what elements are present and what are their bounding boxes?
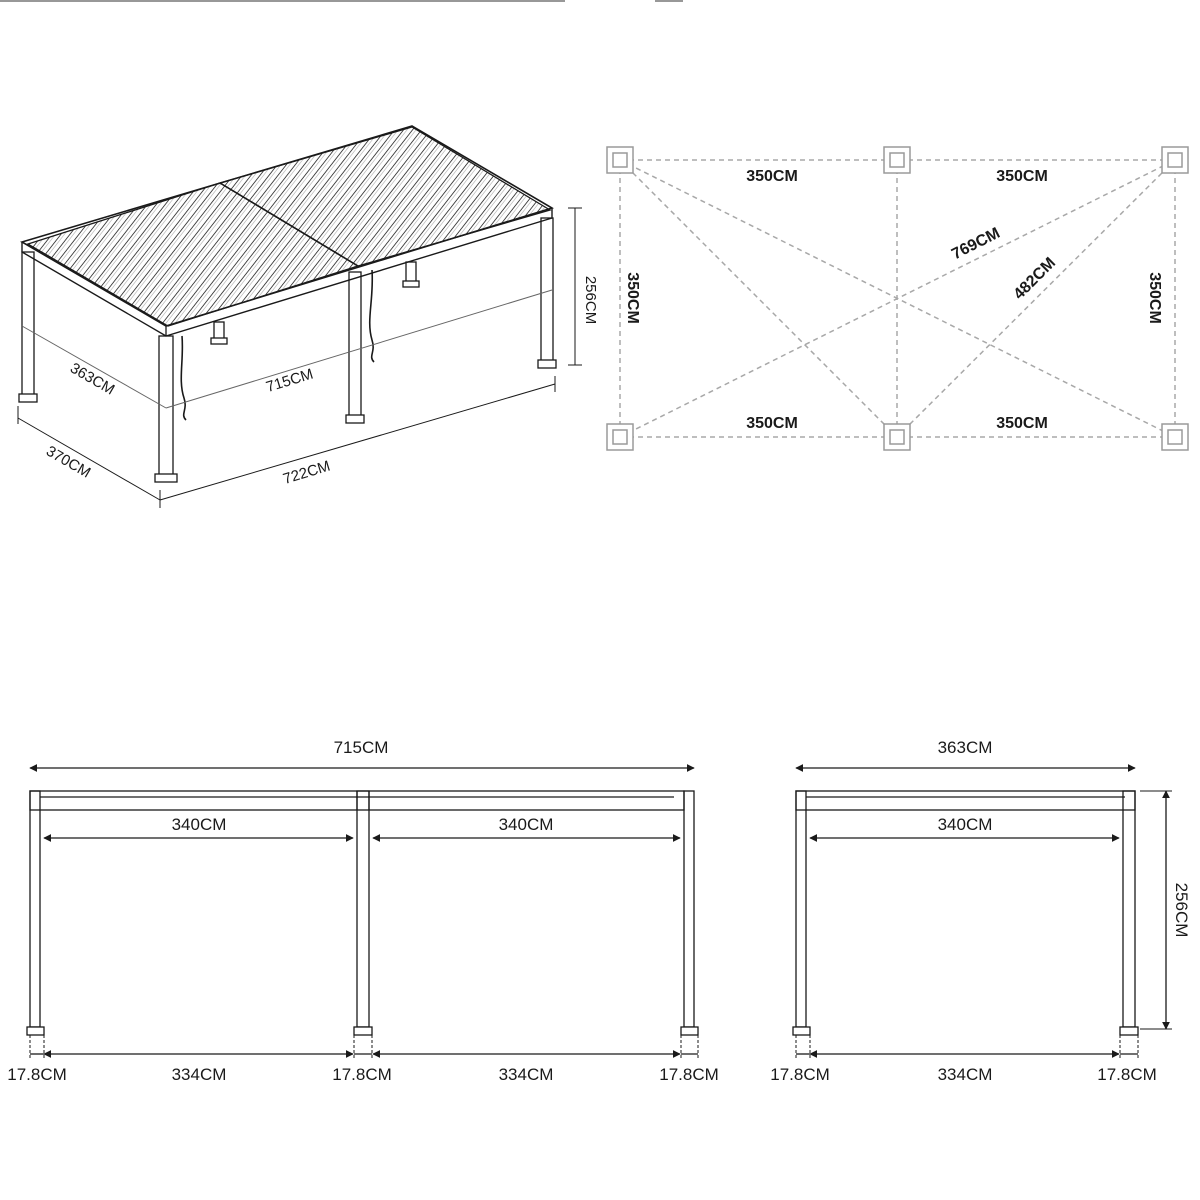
front-bay-right-label: 340CM — [499, 815, 554, 834]
plan-left-span: 350CM — [624, 272, 641, 324]
side-overall-label: 363CM — [938, 738, 993, 757]
front-post-right — [683, 790, 695, 1028]
side-elevation — [792, 764, 1172, 1058]
plan-bottom-left-span: 350CM — [746, 415, 798, 432]
front-elevation — [26, 764, 699, 1058]
plan-view — [606, 146, 1189, 451]
iso-dimension-lines — [17, 207, 582, 508]
side-post-left-label: 17.8CM — [770, 1065, 830, 1084]
control-cord-2 — [368, 269, 375, 363]
iso-depth-label: 370CM — [43, 443, 93, 482]
front-post-mid — [356, 790, 370, 1028]
control-cord-1 — [180, 335, 187, 421]
plan-post-footings — [606, 146, 1189, 451]
plan-top-left-span: 350CM — [746, 168, 798, 185]
front-post-right-label: 17.8CM — [659, 1065, 719, 1084]
iso-posts — [18, 217, 557, 483]
front-gap-left-label: 334CM — [172, 1065, 227, 1084]
front-post-mid-label: 17.8CM — [332, 1065, 392, 1084]
plan-top-right-span: 350CM — [996, 168, 1048, 185]
plan-right-span: 350CM — [1146, 272, 1163, 324]
side-post-right-label: 17.8CM — [1097, 1065, 1157, 1084]
front-gap-right-label: 334CM — [499, 1065, 554, 1084]
front-bay-left-label: 340CM — [172, 815, 227, 834]
pergola-isometric-view — [18, 125, 557, 483]
plan-short-diagonal: 482CM — [1011, 255, 1059, 303]
side-post-left — [795, 790, 807, 1028]
side-post-right — [1122, 790, 1136, 1028]
side-gap-label: 334CM — [938, 1065, 993, 1084]
front-post-left-label: 17.8CM — [7, 1065, 67, 1084]
plan-bottom-right-span: 350CM — [996, 415, 1048, 432]
front-overall-label: 715CM — [334, 738, 389, 757]
front-post-left — [29, 790, 41, 1028]
plan-dashed-lines — [619, 159, 1176, 438]
side-bay-label: 340CM — [938, 815, 993, 834]
plan-long-diagonal: 769CM — [949, 225, 1003, 264]
iso-height-label: 256CM — [582, 276, 599, 324]
side-height-label: 256CM — [1172, 883, 1191, 938]
